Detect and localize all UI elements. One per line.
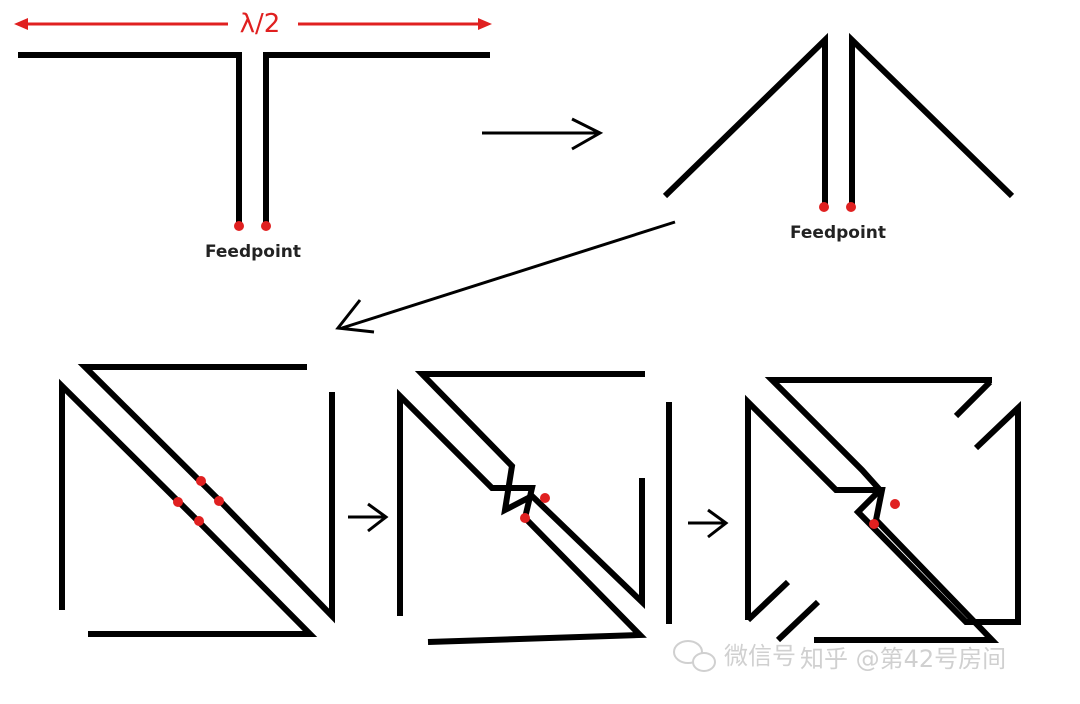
dipole-right-arm [263,52,490,225]
element-wire [77,364,307,503]
element-wire [59,378,200,610]
feedpoint-dot [846,202,856,212]
dipole-right-arm [849,32,1015,206]
feedpoint-dot [869,519,879,529]
feedpoint-label: Feedpoint [790,223,886,243]
element-wire [775,599,821,643]
dipole-straight: λ/2 Feedpoint [14,9,492,262]
element-wire [745,394,1000,643]
feedpoint-dot [196,476,206,486]
watermark-text-2: 知乎 @第42号房间 [800,645,1006,673]
arrow-right-icon [688,508,729,539]
watermark: 微信号 知乎 @第42号房间 [673,640,1006,673]
folded-square-2 [397,371,672,645]
watermark-text-1: 微信号 [724,642,796,670]
element-wire [745,579,791,623]
feedpoint-dot [261,221,271,231]
arrow-down-left-icon [335,220,676,334]
element-wire [953,379,993,419]
element-wire [216,392,335,624]
arrow-right-icon [348,502,389,533]
feedpoint-dot [173,497,183,507]
dimension-arrowhead-left [14,18,28,30]
wavelength-label: λ/2 [240,9,281,39]
feedpoint-label: Feedpoint [205,242,301,262]
folded-square-3 [745,377,1021,643]
element-wire [88,517,318,637]
element-wire [397,388,647,645]
feedpoint-dot [214,496,224,506]
element-wire [414,371,645,610]
element-wire [764,377,1021,625]
wechat-icon [673,640,716,672]
dipole-left-arm [662,32,828,206]
feedpoint-dot [890,499,900,509]
dipole-left-arm [18,52,242,225]
arrow-right-icon [482,117,604,151]
feedpoint-dot [520,513,530,523]
feedpoint-dot [194,516,204,526]
dimension-arrowhead-right [478,18,492,30]
feedpoint-dot [540,493,550,503]
feedpoint-dot [819,202,829,212]
feedpoint-dot [234,221,244,231]
folded-square-1 [59,364,335,637]
dipole-inverted-v: Feedpoint [662,32,1015,243]
